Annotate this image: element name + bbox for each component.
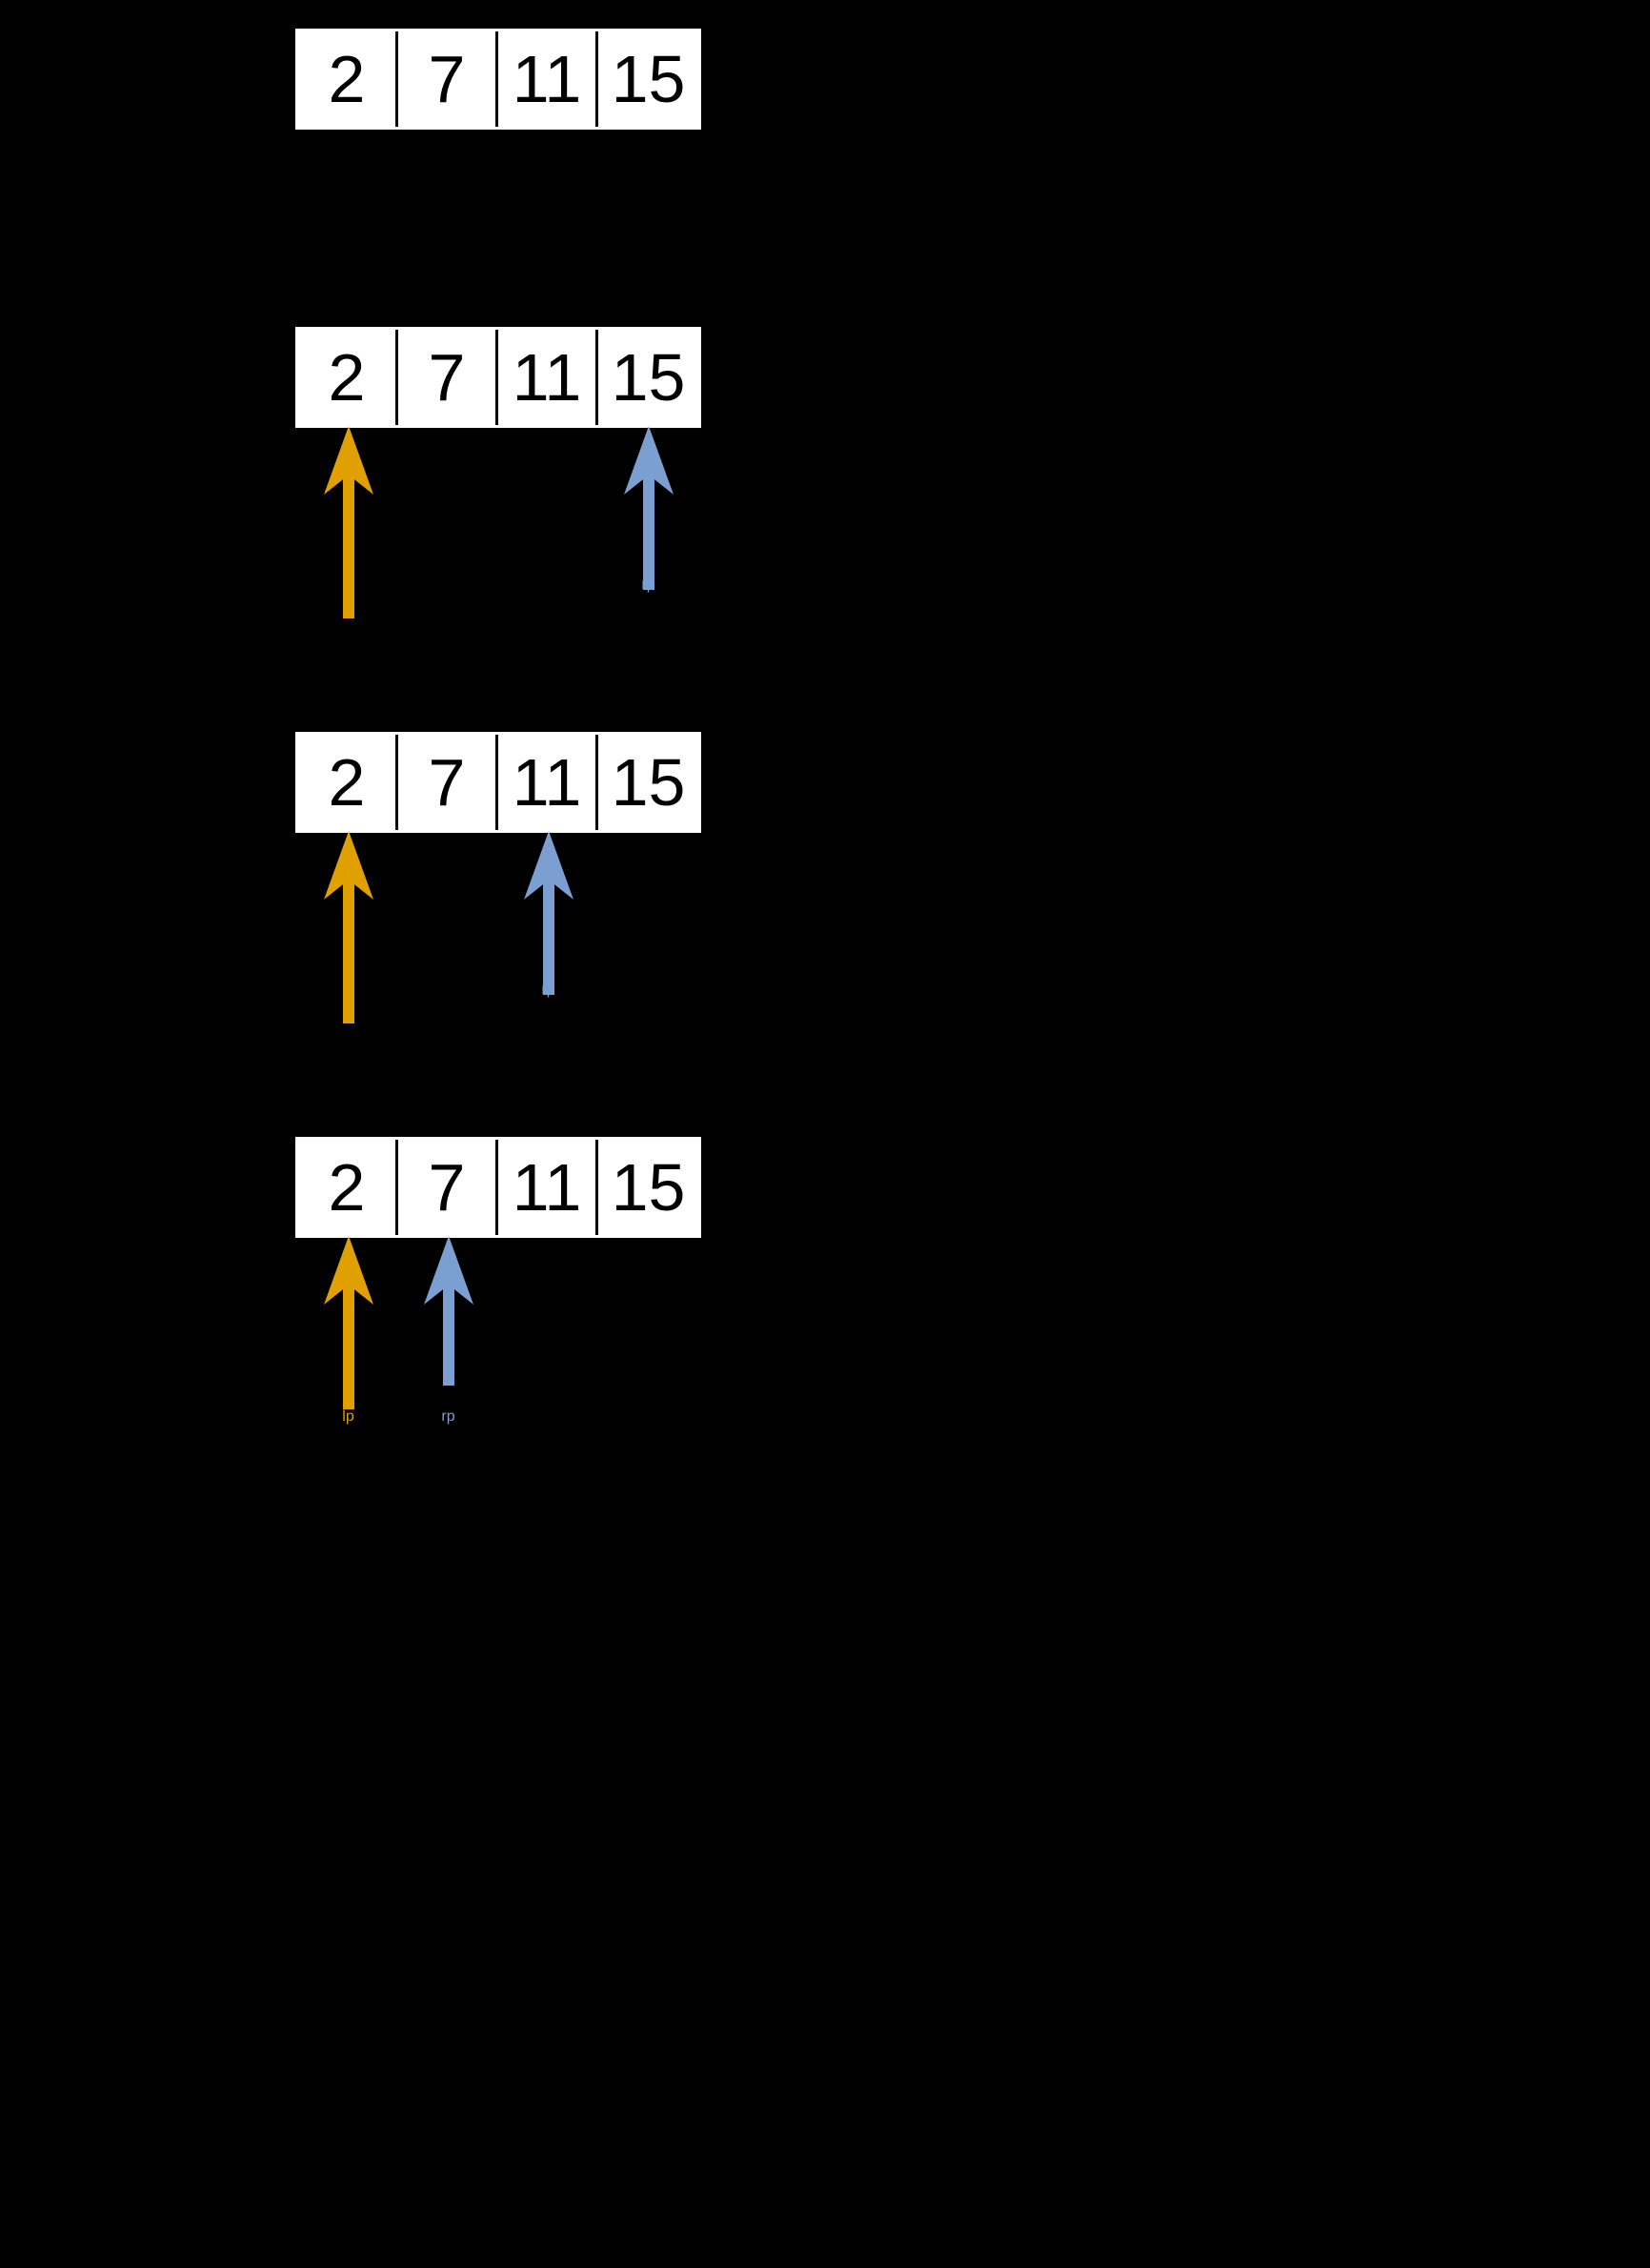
array-cell: 15 [598, 31, 698, 127]
pointer-label-lp: lp [342, 577, 354, 593]
pointer-lp [323, 1236, 373, 1409]
rp-arrow-icon [523, 831, 573, 995]
array-cell: 11 [498, 31, 598, 127]
array-cell: 7 [398, 330, 498, 425]
pointer-rp [423, 1236, 473, 1386]
lp-arrow-icon [323, 831, 373, 1023]
pointer-rp [523, 831, 573, 995]
pointer-lp [323, 426, 373, 618]
pointer-label-rp: rp [441, 1408, 455, 1425]
array-cell: 11 [498, 1140, 598, 1235]
array-cell: 15 [598, 1140, 698, 1235]
pointer-label-rp: rp [541, 982, 555, 998]
pointer-label-lp: lp [342, 982, 354, 998]
lp-arrow-icon [323, 426, 373, 618]
lp-arrow-icon [323, 1236, 373, 1409]
array-cell: 2 [298, 330, 398, 425]
rp-arrow-icon [623, 426, 674, 590]
array-cell: 2 [298, 735, 398, 830]
array-cell: 2 [298, 1140, 398, 1235]
array-cell: 11 [498, 330, 598, 425]
array-cell: 11 [498, 735, 598, 830]
pointer-label-lp: lp [342, 1408, 354, 1425]
pointer-label-rp: rp [641, 577, 655, 593]
rp-arrow-icon [423, 1236, 473, 1386]
array-cell: 7 [398, 735, 498, 830]
pointer-rp [623, 426, 674, 590]
array-cell: 7 [398, 31, 498, 127]
array-cell: 2 [298, 31, 398, 127]
array-cell: 15 [598, 330, 698, 425]
array-cell: 15 [598, 735, 698, 830]
array-cell: 7 [398, 1140, 498, 1235]
pointer-lp [323, 831, 373, 1023]
